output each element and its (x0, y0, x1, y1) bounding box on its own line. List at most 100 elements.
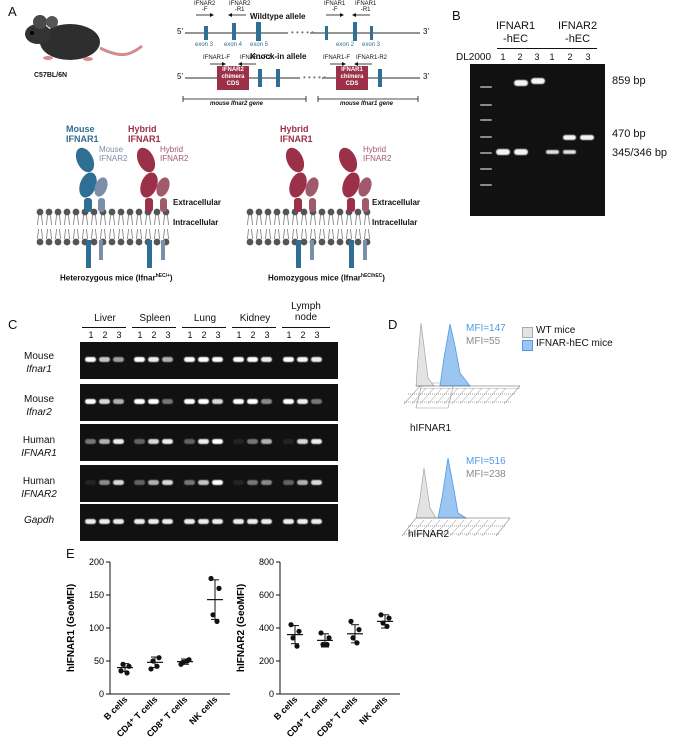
panel-c-band (212, 357, 223, 362)
svg-text:• • • • •: • • • • • (291, 28, 314, 37)
tissue-lymph-node: Lymph node (291, 301, 321, 323)
panel-c-band (311, 439, 322, 444)
panel-c-gel-row (80, 465, 338, 502)
histogram-plot2 (401, 457, 511, 537)
data-point (350, 635, 356, 641)
panel-c-band (283, 399, 294, 404)
wt-5prime: 5' (177, 27, 183, 36)
panel-c-band (198, 357, 209, 362)
data-point (320, 641, 326, 648)
data-point (354, 640, 360, 646)
intracellular-label: Intracellular (173, 218, 219, 227)
panel-c-lane-number: 3 (314, 330, 320, 340)
panel-c-lane-number: 3 (165, 330, 171, 340)
ladder-band (480, 136, 492, 138)
panel-c-lane-number: 3 (215, 330, 221, 340)
data-point (156, 655, 162, 661)
tissue-lung: Lung (193, 313, 217, 324)
data-point (124, 670, 130, 676)
panel-c-band (233, 480, 244, 485)
panel-c-band (297, 480, 308, 485)
y-axis-label: hIFNAR2 (GeoMFI) (236, 584, 247, 672)
data-point (118, 668, 124, 674)
panel-c-band (148, 357, 159, 362)
panel-c-band (99, 399, 110, 404)
panel-c-band (85, 519, 96, 524)
histogram-plot1 (403, 322, 521, 409)
panel-c-lane-number: 1 (88, 330, 94, 340)
extracellular-label-b: Extracellular (372, 198, 421, 207)
ladder-band (480, 152, 492, 154)
panel-c-band (113, 519, 124, 524)
panel-c-band (162, 519, 173, 524)
hybrid-ifnar1-label: Hybrid IFNAR1 (128, 124, 161, 144)
legend-swatch-hec (522, 340, 533, 351)
panel-c-band (311, 357, 322, 362)
panel-c-band (148, 519, 159, 524)
ladder-band (480, 86, 492, 88)
gel-b-image (470, 64, 605, 216)
panel-c-band (297, 519, 308, 524)
panel-c-band (148, 480, 159, 485)
primer-ki-ifnar1-r2-left: IFNAR1-R2 (240, 55, 272, 61)
tissue-underline (232, 327, 276, 328)
wildtype-allele-title: Wildtype allele (250, 12, 306, 21)
panel-c-band (198, 519, 209, 524)
exon3b-label: exon 3 (362, 42, 381, 48)
gel-b-size-345: 345/346 bp (612, 147, 668, 159)
panel-c-lane-number: 2 (201, 330, 207, 340)
tissue-underline (182, 327, 226, 328)
panel-c-band (162, 439, 173, 444)
legend-swatch-wt (522, 327, 533, 338)
y-tick-label: 150 (89, 590, 104, 600)
ladder-band (480, 168, 492, 170)
panel-c-band (113, 399, 124, 404)
gel-b-lane: 3 (534, 52, 540, 62)
panel-c-band (198, 399, 209, 404)
gel-b-band (514, 80, 528, 86)
panel-c-band (85, 480, 96, 485)
gene-ifnar2-label: mouse Ifnar2 gene (210, 101, 264, 107)
data-point (290, 635, 296, 641)
ki-5prime: 5' (177, 72, 183, 81)
gel-b-lane: 1 (549, 52, 555, 62)
data-point (318, 630, 324, 636)
mouse-illustration (25, 15, 143, 61)
knockin-allele-title: Knock-in allele (250, 52, 307, 61)
row-label-gapdh: Gapdh (23, 515, 55, 526)
panel-c-band (283, 480, 294, 485)
membrane-left (36, 208, 170, 246)
panel-c-band (261, 480, 272, 485)
data-point (148, 666, 154, 672)
primer-ifnar1-f: IFNAR1 -F (324, 1, 346, 13)
receptor-hybrid-ifnar2 (156, 177, 170, 260)
legend-label-wt: WT mice (536, 325, 576, 336)
tissue-liver: Liver (94, 313, 116, 324)
svg-text:• • • • •: • • • • • (303, 73, 326, 82)
tissue-kidney: Kidney (239, 313, 271, 324)
panel-c-band (134, 357, 145, 362)
y-tick-label: 200 (89, 557, 104, 567)
panel-c-lane-number: 3 (264, 330, 270, 340)
y-tick-label: 400 (259, 623, 274, 633)
panel-c-band (233, 399, 244, 404)
data-point (214, 618, 220, 624)
data-point (126, 663, 132, 669)
panel-c-band (184, 519, 195, 524)
panel-c-band (184, 439, 195, 444)
gel-b-band (580, 135, 594, 140)
panel-c-band (283, 439, 294, 444)
panel-c-band (134, 399, 145, 404)
panel-c-gel-row (80, 384, 338, 421)
panel-c-lane-number: 1 (286, 330, 292, 340)
x-tick-label: NK cells (187, 694, 219, 726)
panel-c-lane-number: 1 (187, 330, 193, 340)
panel-c-band (233, 439, 244, 444)
gel-b-group1-label: IFNAR1 -hEC (496, 20, 536, 45)
primer-ifnar1-r1: IFNAR1 -R1 (355, 1, 377, 13)
receptor-hybrid-ifnar1-homo-b (338, 147, 360, 268)
panel-c-band (311, 480, 322, 485)
panel-c-band (184, 399, 195, 404)
